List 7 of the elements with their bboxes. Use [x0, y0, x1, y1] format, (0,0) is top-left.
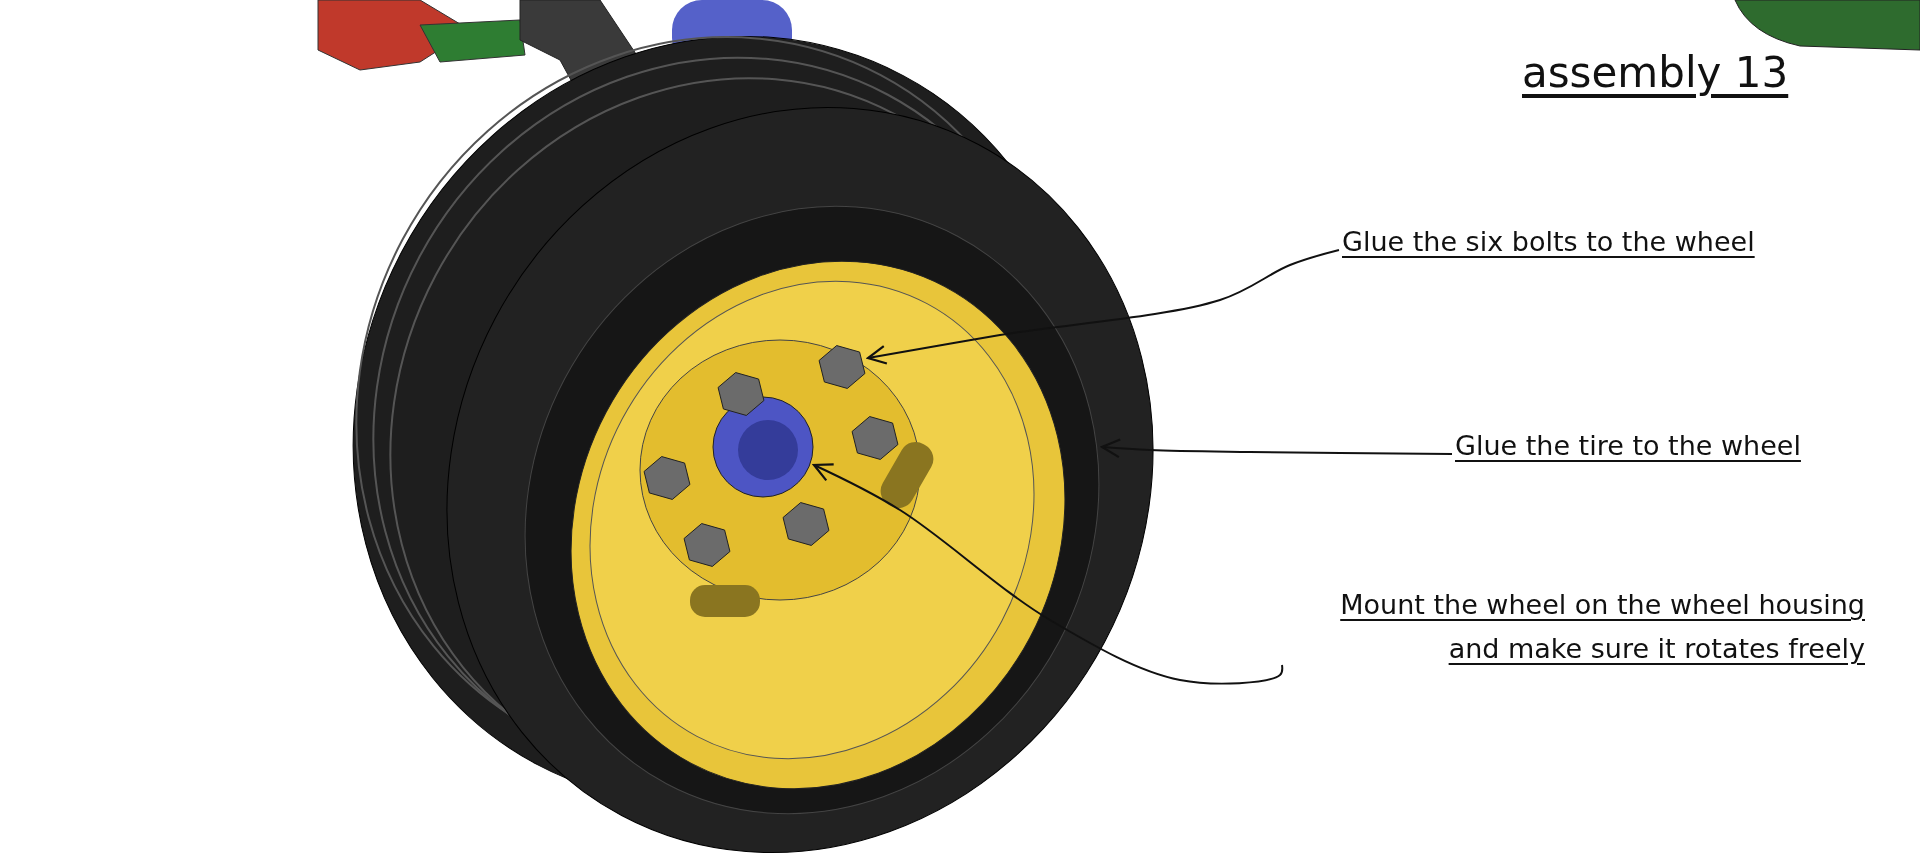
- instruction-text: Glue the six bolts to the wheel: [1342, 225, 1756, 259]
- leader-line: [1100, 438, 1453, 459]
- instruction-text: Mount the wheel on the wheel housing and make sure it rotates freely: [1339, 588, 1865, 666]
- title: assembly 13: [1522, 48, 1789, 97]
- leader-line: [866, 249, 1340, 365]
- instruction-text: Glue the tire to the wheel: [1455, 429, 1802, 463]
- leader-line: [812, 463, 1284, 685]
